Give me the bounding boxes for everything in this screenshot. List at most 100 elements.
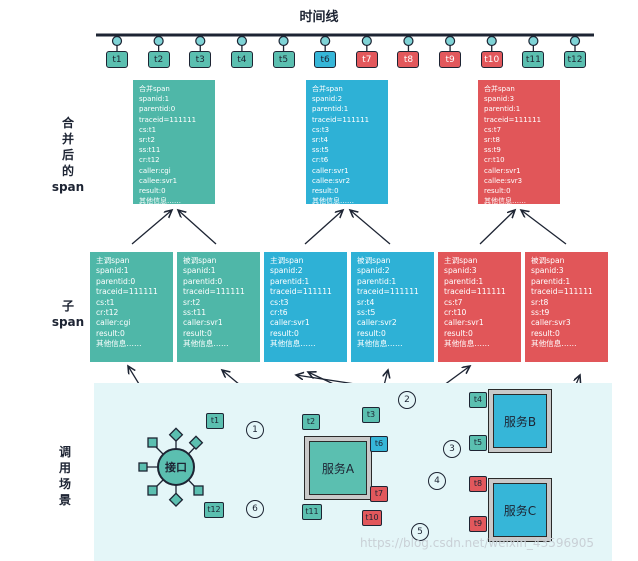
span-field: spanid:2	[357, 266, 390, 276]
step-1: 1	[246, 421, 264, 439]
span-field: callee:svr1	[139, 176, 178, 185]
span-field: cr:t10	[444, 308, 467, 318]
tag-t10: t10	[362, 510, 382, 526]
span-field: parentid:1	[531, 276, 571, 286]
span-field: 其他信息……	[357, 339, 403, 349]
span-field: traceid=111111	[312, 115, 370, 124]
timeline-tick-t9: t9	[439, 51, 462, 68]
span-field: spanid:1	[96, 266, 129, 276]
span-field: 其他信息……	[484, 197, 526, 206]
span-field: result:0	[139, 187, 166, 196]
span-field: sr:t2	[139, 136, 155, 145]
span-field: sr:t8	[531, 297, 549, 307]
span-field: spanid:1	[183, 266, 216, 276]
tag-t2: t2	[302, 414, 320, 430]
span-field: 被调span	[183, 256, 217, 265]
service-c-label: 服务C	[493, 483, 547, 537]
span-field: sr:t8	[484, 136, 500, 145]
timeline-tick-t4: t4	[230, 51, 253, 68]
span-field: caller:svr1	[444, 318, 484, 328]
span-field: sr:t4	[312, 136, 328, 145]
span-field: caller:svr1	[312, 166, 349, 175]
span-field: result:0	[183, 328, 212, 338]
tag-t3: t3	[362, 407, 380, 423]
span-field: cs:t3	[270, 297, 289, 307]
timeline-title: 时间线	[299, 10, 339, 25]
span-field: traceid=111111	[139, 115, 197, 124]
service-a-label: 服务A	[309, 441, 367, 495]
service-a-box: 服务A	[304, 436, 372, 500]
span-field: parentid:1	[312, 105, 349, 114]
step-5: 5	[411, 523, 429, 541]
span-field: caller:svr1	[270, 318, 310, 328]
span-field: 其他信息……	[531, 339, 577, 349]
span-field: 被调span	[357, 256, 391, 265]
span-field: traceid=111111	[531, 287, 593, 297]
span-field: spanid:1	[139, 95, 170, 104]
service-c-box: 服务C	[488, 478, 552, 542]
span-field: cs:t1	[139, 125, 157, 134]
span-field: traceid=111111	[183, 287, 245, 297]
span-field: ss:t5	[357, 308, 376, 318]
span-field: spanid:2	[270, 266, 303, 276]
span-field: parentid:1	[484, 105, 521, 114]
span-field: cs:t7	[484, 125, 502, 134]
span-field: caller:svr2	[357, 318, 397, 328]
span-field: 其他信息……	[183, 339, 229, 349]
span-field: 其他信息……	[444, 339, 490, 349]
span-field: result:0	[444, 328, 473, 338]
tag-t5: t5	[469, 435, 487, 451]
span-field: ss:t11	[183, 308, 207, 318]
timeline-tick-t2: t2	[147, 51, 170, 68]
span-field: cr:t12	[96, 308, 119, 318]
span-field: traceid=111111	[357, 287, 419, 297]
span-field: 主调span	[444, 256, 478, 265]
tag-t11: t11	[302, 504, 322, 520]
span-field: cs:t3	[312, 125, 330, 134]
tag-t4: t4	[469, 392, 487, 408]
span-field: ss:t11	[139, 146, 161, 155]
span-field: 合并span	[139, 85, 170, 93]
timeline-tick-t11: t11	[522, 51, 545, 68]
tag-t9: t9	[469, 516, 487, 532]
tag-t1: t1	[206, 413, 224, 429]
span-field: 主调span	[270, 256, 304, 265]
tag-t7: t7	[370, 486, 388, 502]
span-field: callee:svr2	[312, 176, 351, 185]
span-field: caller:svr3	[531, 318, 571, 328]
span-field: cr:t12	[139, 156, 160, 165]
span-field: parentid:1	[270, 276, 310, 286]
span-field: caller:cgi	[139, 166, 171, 175]
interface-node: 接口	[157, 448, 195, 486]
span-field: cr:t6	[270, 308, 288, 318]
span-field: spanid:3	[444, 266, 477, 276]
span-field: ss:t5	[312, 146, 329, 155]
timeline-tick-t1: t1	[106, 51, 128, 68]
timeline-tick-t3: t3	[189, 51, 212, 68]
span-field: sr:t2	[183, 297, 201, 307]
service-b-box: 服务B	[488, 389, 552, 453]
span-field: cr:t6	[312, 156, 329, 165]
span-field: ss:t9	[531, 308, 550, 318]
tag-t6: t6	[370, 436, 388, 452]
span-field: result:0	[270, 328, 299, 338]
tag-t8: t8	[469, 476, 487, 492]
span-field: cs:t1	[96, 297, 115, 307]
span-field: result:0	[357, 328, 386, 338]
timeline-tick-t12: t12	[564, 51, 586, 68]
span-field: callee:svr3	[484, 176, 523, 185]
span-field: parentid:1	[357, 276, 397, 286]
tag-t12: t12	[204, 502, 224, 518]
span-field: parentid:1	[444, 276, 484, 286]
span-field: caller:cgi	[96, 318, 131, 328]
span-field: traceid=111111	[444, 287, 506, 297]
span-field: result:0	[312, 187, 339, 196]
span-field: parentid:0	[183, 276, 223, 286]
span-field: 主调span	[96, 256, 130, 265]
timeline-tick-t7: t7	[355, 51, 378, 68]
